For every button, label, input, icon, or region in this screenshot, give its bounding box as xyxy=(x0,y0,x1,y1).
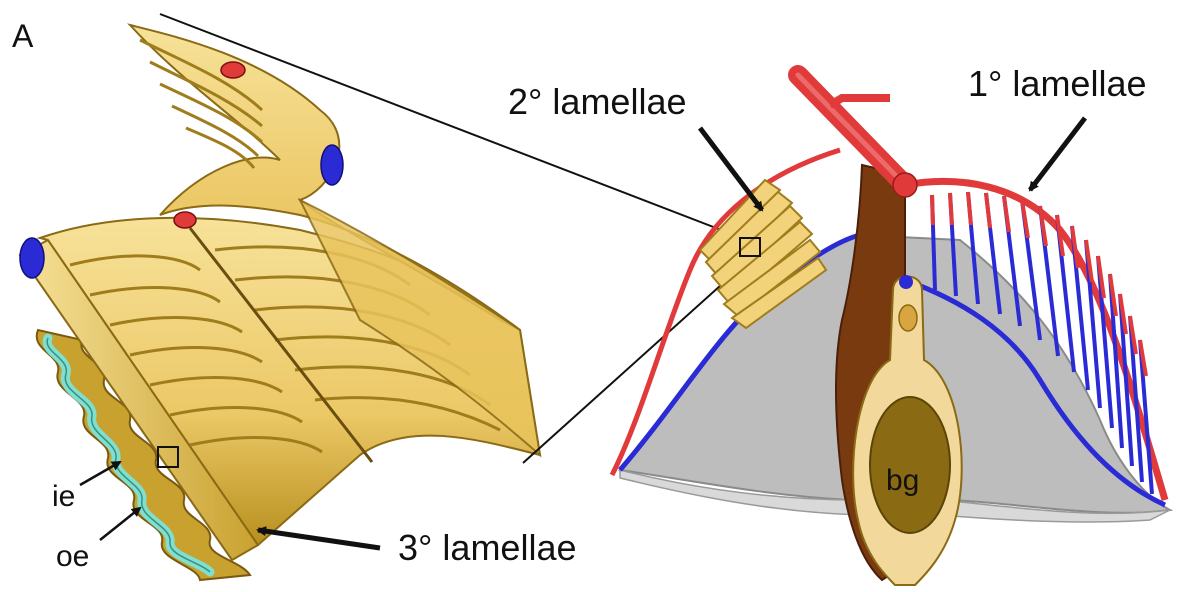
tertiary-lamellae-label: 3° lamellae xyxy=(398,530,577,566)
artery-joint xyxy=(893,173,917,197)
arrow-icon xyxy=(258,530,380,548)
arrow-icon xyxy=(700,128,762,210)
primary-lamellae-label: 1° lamellae xyxy=(968,66,1147,102)
artery-mid xyxy=(174,212,196,228)
panel-label: A xyxy=(12,20,33,52)
secondary-lamellae-label: 2° lamellae xyxy=(508,84,687,120)
ie-label: ie xyxy=(52,482,75,512)
vein-dot xyxy=(899,275,913,289)
vein-upper xyxy=(321,145,343,185)
vein-left xyxy=(20,238,44,278)
arrow-icon xyxy=(1030,118,1085,190)
bg-label: bg xyxy=(886,466,919,496)
filament-3d xyxy=(20,25,540,580)
arrow-icon xyxy=(100,508,140,540)
nerve-small xyxy=(899,305,917,331)
gill-arch-section xyxy=(612,75,1170,585)
artery-branch xyxy=(830,98,890,105)
artery-top xyxy=(221,62,245,78)
oe-label: oe xyxy=(56,542,89,572)
